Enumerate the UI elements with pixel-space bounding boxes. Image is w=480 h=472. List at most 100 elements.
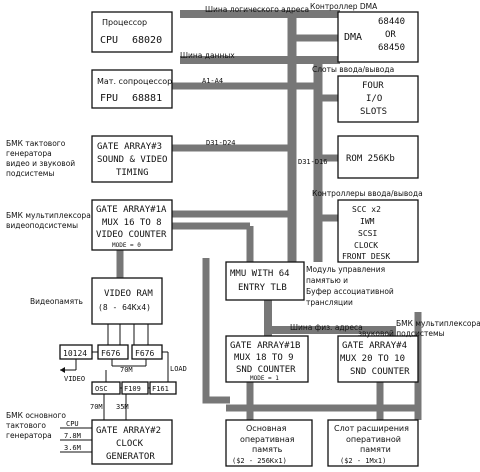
svg-text:CPU: CPU: [66, 420, 79, 428]
svg-text:звуковой подсистемы: звуковой подсистемы: [358, 329, 445, 338]
bus-vram: [202, 258, 230, 404]
svg-text:Слот расширения: Слот расширения: [334, 424, 409, 433]
svg-text:Шина данных: Шина данных: [180, 51, 235, 60]
svg-text:GATE ARRAY#3: GATE ARRAY#3: [97, 142, 162, 152]
svg-text:3.6M: 3.6M: [64, 444, 81, 452]
svg-text:GATE ARRAY#2: GATE ARRAY#2: [96, 426, 161, 436]
svg-text:БМК тактового: БМК тактового: [6, 139, 66, 148]
svg-text:SND COUNTER: SND COUNTER: [350, 367, 410, 377]
svg-text:MUX 16 TO 8: MUX 16 TO 8: [102, 218, 162, 228]
svg-text:I/O: I/O: [366, 94, 382, 104]
svg-text:Шина логического адреса: Шина логического адреса: [205, 5, 309, 14]
cpu-block: Процессор CPU 68020: [91, 11, 173, 53]
fpu-block: Мат. сопроцессор FPU 68881: [91, 69, 173, 109]
svg-text:VIDEO RAM: VIDEO RAM: [104, 289, 153, 299]
svg-text:CLOCK: CLOCK: [116, 439, 144, 449]
annotations: Контроллер DMA Слоты ввода/вывода Контро…: [6, 2, 480, 440]
main-memory-block: Основная оперативная память ($2 - 256Kx1…: [225, 419, 313, 467]
gate-array-2-block: GATE ARRAY#2 CLOCK GENERATOR: [91, 419, 173, 465]
svg-text:($2 - 256Kx1): ($2 - 256Kx1): [232, 457, 287, 465]
svg-text:F676: F676: [135, 349, 154, 358]
svg-text:MMU WITH 64: MMU WITH 64: [230, 269, 290, 279]
svg-text:CLOCK: CLOCK: [354, 241, 378, 250]
svg-text:LOAD: LOAD: [170, 365, 187, 373]
svg-text:(8 - 64Kx4): (8 - 64Kx4): [98, 303, 151, 312]
svg-text:Буфер ассоциативной: Буфер ассоциативной: [306, 287, 394, 296]
svg-text:Контроллеры ввода/вывода: Контроллеры ввода/вывода: [312, 189, 423, 198]
io-controllers-block: SCC x2 IWM SCSI CLOCK FRONT DESK: [337, 199, 419, 263]
svg-text:F676: F676: [101, 349, 120, 358]
svg-text:Модуль управления: Модуль управления: [306, 265, 385, 274]
svg-text:ROM 256Kb: ROM 256Kb: [346, 154, 395, 164]
svg-text:GENERATOR: GENERATOR: [106, 452, 155, 462]
svg-text:GATE ARRAY#1A: GATE ARRAY#1A: [96, 205, 167, 215]
mmu-block: MMU WITH 64 ENTRY TLB: [225, 261, 305, 301]
svg-text:подсистемы: подсистемы: [6, 169, 54, 178]
svg-text:Шина физ. адреса: Шина физ. адреса: [290, 323, 363, 332]
svg-text:SCC x2: SCC x2: [352, 205, 381, 214]
svg-text:68450: 68450: [378, 43, 405, 53]
svg-text:70M: 70M: [90, 403, 103, 411]
svg-text:FPU: FPU: [100, 93, 118, 104]
svg-text:БМК мультиплексора: БМК мультиплексора: [396, 319, 480, 328]
video-ram-block: VIDEO RAM (8 - 64Kx4): [91, 277, 163, 325]
svg-text:тактового: тактового: [6, 421, 46, 430]
svg-text:35M: 35M: [116, 403, 129, 411]
svg-text:ENTRY TLB: ENTRY TLB: [238, 283, 287, 293]
svg-text:SOUND & VIDEO: SOUND & VIDEO: [97, 155, 167, 165]
svg-text:Контроллер DMA: Контроллер DMA: [310, 2, 378, 11]
svg-text:MODE = 1: MODE = 1: [250, 375, 279, 382]
svg-text:7.8M: 7.8M: [64, 432, 81, 440]
svg-text:OR: OR: [385, 30, 396, 40]
svg-text:10124: 10124: [63, 349, 87, 358]
svg-text:VIDEO: VIDEO: [64, 375, 85, 383]
svg-text:БМК основного: БМК основного: [6, 411, 66, 420]
dma-block: DMA 68440 OR 68450: [337, 11, 419, 63]
svg-text:MUX 18 TO 9: MUX 18 TO 9: [234, 353, 294, 363]
bus-labels: Шина логического адреса Шина данных A1-A…: [180, 5, 363, 332]
svg-text:OSC: OSC: [95, 385, 108, 393]
svg-text:генератора: генератора: [6, 149, 52, 158]
gate-array-1b-block: GATE ARRAY#1B MUX 18 TO 9 SND COUNTER MO…: [225, 335, 309, 383]
gate-array-3-block: GATE ARRAY#3 SOUND & VIDEO TIMING: [91, 135, 173, 183]
svg-text:($2 - 1Mx1): ($2 - 1Mx1): [340, 457, 386, 465]
svg-text:A1-A4: A1-A4: [202, 77, 223, 85]
video-circuit: 10124 F676 F676 VIDEO 70M LOAD OSC F109 …: [59, 324, 187, 453]
svg-text:БМК мультиплексора: БМК мультиплексора: [6, 211, 91, 220]
svg-text:FOUR: FOUR: [362, 81, 384, 91]
gate-array-4-block: GATE ARRAY#4 MUX 20 TO 10 SND COUNTER: [337, 335, 419, 383]
svg-text:трансляции: трансляции: [306, 298, 353, 307]
svg-text:68020: 68020: [132, 35, 162, 46]
svg-text:видео и звуковой: видео и звуковой: [6, 159, 75, 168]
svg-text:GATE ARRAY#1B: GATE ARRAY#1B: [230, 341, 300, 351]
svg-text:68881: 68881: [132, 93, 162, 104]
svg-text:GATE ARRAY#4: GATE ARRAY#4: [342, 341, 407, 351]
svg-text:F109: F109: [124, 385, 141, 393]
svg-text:оперативная: оперативная: [240, 435, 295, 444]
svg-text:VIDEO COUNTER: VIDEO COUNTER: [96, 230, 167, 240]
svg-text:SND COUNTER: SND COUNTER: [236, 365, 296, 375]
svg-text:Основная: Основная: [246, 424, 287, 433]
svg-text:Видеопамять: Видеопамять: [30, 297, 83, 306]
svg-text:памятью и: памятью и: [306, 276, 348, 285]
rom-block: ROM 256Kb: [337, 135, 419, 179]
svg-text:SLOTS: SLOTS: [360, 107, 387, 117]
svg-text:памяти: памяти: [360, 445, 391, 454]
svg-text:Мат. сопроцессор: Мат. сопроцессор: [97, 77, 172, 86]
svg-text:Слоты ввода/вывода: Слоты ввода/вывода: [312, 65, 394, 74]
svg-text:память: память: [252, 445, 283, 454]
svg-text:TIMING: TIMING: [116, 168, 149, 178]
svg-text:видеоподсистемы: видеоподсистемы: [6, 221, 78, 230]
gate-array-1a-block: GATE ARRAY#1A MUX 16 TO 8 VIDEO COUNTER …: [91, 199, 173, 251]
expansion-slot-block: Слот расширения оперативной памяти ($2 -…: [327, 419, 419, 467]
svg-text:CPU: CPU: [100, 35, 118, 46]
svg-text:FRONT DESK: FRONT DESK: [342, 252, 390, 261]
svg-text:70M: 70M: [120, 366, 133, 374]
svg-text:68440: 68440: [378, 17, 405, 27]
svg-text:MUX 20 TO 10: MUX 20 TO 10: [340, 354, 405, 364]
io-slots-block: FOUR I/O SLOTS: [337, 75, 419, 123]
svg-text:Процессор: Процессор: [102, 18, 147, 27]
svg-text:IWM: IWM: [360, 217, 375, 226]
svg-text:F161: F161: [152, 385, 169, 393]
svg-text:оперативной: оперативной: [346, 435, 401, 444]
